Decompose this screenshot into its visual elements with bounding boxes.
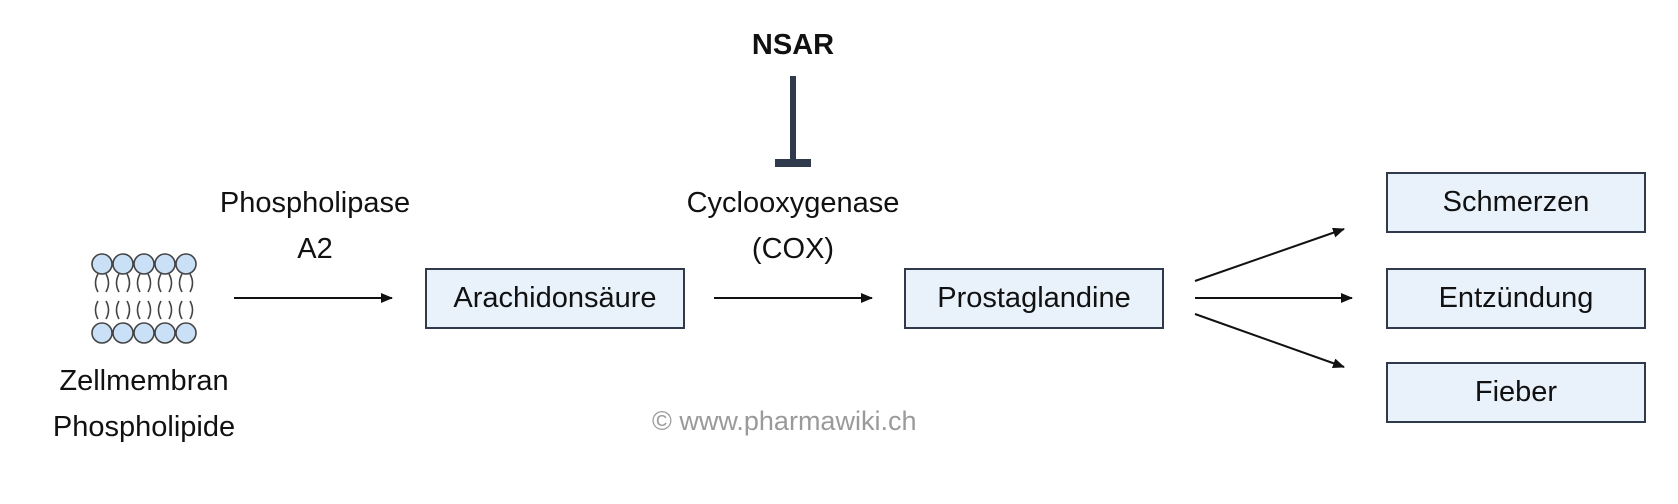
watermark: © www.pharmawiki.ch [652, 406, 917, 436]
cox-label-line1: Cyclooxygenase [686, 187, 900, 219]
phospholipase-label-line2: A2 [297, 233, 333, 265]
source-label-line2: Phospholipide [52, 411, 236, 443]
arrow-to-schmerzen [1194, 227, 1345, 282]
arachidonic-acid-box: Arachidonsäure [425, 268, 685, 329]
prostaglandins-box: Prostaglandine [904, 268, 1164, 329]
inhibitor-label: NSAR [751, 29, 835, 61]
source-label-line1: Zellmembran [59, 365, 229, 397]
inhibition-bar-icon [775, 76, 811, 167]
phospholipid-bilayer-icon [91, 253, 197, 344]
effect-box-fieber: Fieber [1386, 362, 1646, 423]
phospholipase-label-line1: Phospholipase [219, 187, 411, 219]
effect-box-entzuendung: Entzündung [1386, 268, 1646, 329]
effect-box-schmerzen: Schmerzen [1386, 172, 1646, 233]
arrow-to-fieber [1194, 313, 1345, 369]
cox-label-line2: (COX) [751, 233, 835, 265]
